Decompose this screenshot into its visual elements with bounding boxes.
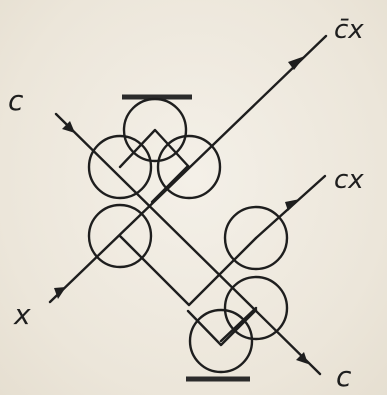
output-not-c-x-label: c̄x bbox=[334, 15, 364, 45]
ball-top bbox=[122, 97, 188, 163]
ball-upper-left bbox=[87, 134, 153, 200]
x-input-arrow-icon bbox=[54, 287, 66, 299]
c-output-arrow-icon bbox=[296, 352, 308, 364]
middle-deflection-path bbox=[118, 234, 258, 307]
ball-lower-right bbox=[223, 275, 289, 341]
lower-deflection-path bbox=[219, 306, 258, 343]
x-trajectory bbox=[48, 34, 328, 304]
ball-lower-left bbox=[87, 203, 153, 269]
ball-bottom bbox=[188, 308, 254, 374]
cx-arrow-icon bbox=[285, 199, 300, 211]
output-cx-label: cx bbox=[334, 165, 364, 195]
output-c-label: c bbox=[336, 360, 352, 393]
ball-circles bbox=[87, 97, 289, 374]
input-c-label: c bbox=[8, 84, 24, 117]
trajectories bbox=[48, 34, 328, 376]
ball-upper-right bbox=[156, 134, 222, 200]
c-trajectory bbox=[54, 112, 322, 376]
c-input-arrow-icon bbox=[62, 121, 75, 133]
input-x-label: x bbox=[13, 298, 31, 331]
ball-right bbox=[223, 205, 289, 271]
not-c-x-arrow-icon bbox=[288, 56, 305, 70]
arrowheads bbox=[54, 56, 308, 364]
upper-deflection-path bbox=[118, 128, 191, 169]
cross-link-path bbox=[150, 164, 190, 204]
bottom-vee-path bbox=[186, 308, 258, 347]
